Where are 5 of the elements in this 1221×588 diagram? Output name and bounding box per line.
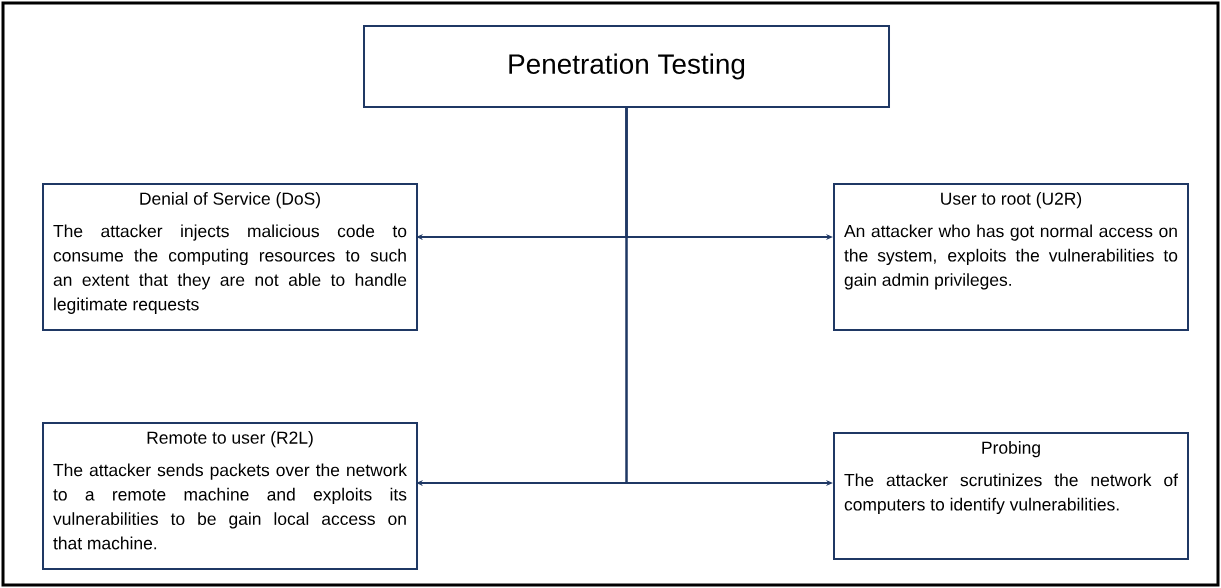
text-box: Remote to user (R2L) The attacker sends packets over the network to a remote machine and exploits its vulnerabilities to be gain local access on that machine. bbox=[42, 422, 418, 570]
text-box: User to root (U2R) An attacker who has got normal access on the system, exploits the vulnerabilities to gain admin privileges. bbox=[833, 183, 1189, 331]
title-box: Penetration Testing bbox=[363, 25, 890, 108]
text-box: Denial of Service (DoS) The attacker injects malicious code to consume the computing resources to such an extent that they are not able to handle legitimate requests bbox=[42, 183, 418, 331]
text-box: Probing The attacker scrutinizes the network of computers to identify vulnerabilities. bbox=[833, 432, 1189, 560]
